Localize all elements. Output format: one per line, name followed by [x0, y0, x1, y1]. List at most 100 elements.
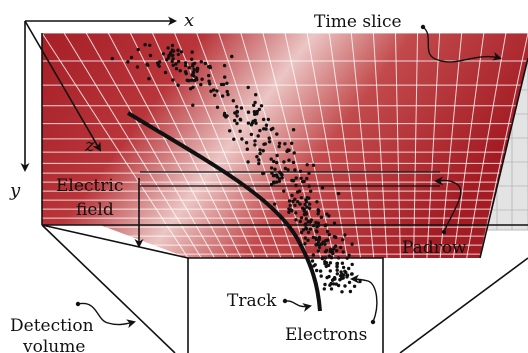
electron — [253, 100, 257, 105]
electron — [329, 287, 334, 291]
electron — [350, 262, 354, 267]
pad-column-line — [85, 33, 215, 258]
electron — [235, 105, 239, 109]
electron — [320, 186, 325, 190]
pad-column-line — [42, 33, 189, 258]
electric-field-label-line1: Electric — [56, 176, 123, 196]
electron — [238, 118, 243, 122]
electron — [176, 59, 181, 64]
electron — [148, 53, 153, 58]
electron — [303, 223, 307, 227]
electron — [170, 43, 175, 48]
electron — [293, 203, 297, 208]
electron — [287, 158, 291, 162]
electron — [310, 259, 315, 263]
electron — [212, 88, 216, 92]
electron — [335, 265, 339, 269]
electron — [253, 143, 257, 147]
electron — [316, 241, 320, 245]
electron — [311, 253, 315, 257]
electron — [161, 52, 166, 56]
electron — [199, 60, 203, 64]
electron — [179, 50, 184, 54]
electron — [299, 176, 303, 180]
electron — [230, 54, 234, 59]
electron — [307, 206, 312, 210]
electron — [176, 48, 180, 52]
detection-volume-leader — [77, 302, 136, 329]
electron — [324, 223, 328, 227]
electron — [178, 69, 182, 73]
electron — [257, 107, 261, 112]
electron — [340, 238, 345, 242]
electron — [222, 63, 227, 68]
pad-column-line — [151, 33, 255, 258]
electron — [345, 256, 349, 260]
electron — [316, 249, 320, 253]
electron — [309, 189, 313, 193]
electron — [231, 99, 235, 103]
electron — [307, 202, 312, 206]
electron — [328, 261, 333, 265]
axes — [20, 16, 177, 172]
electron — [147, 77, 151, 81]
electron — [245, 147, 249, 151]
electron — [320, 256, 325, 260]
electron — [264, 127, 268, 131]
electron — [264, 123, 269, 127]
electron — [254, 93, 258, 97]
electron — [185, 78, 189, 83]
pad-column-line — [350, 33, 375, 258]
electron — [223, 111, 227, 116]
electron — [224, 115, 228, 119]
electron — [299, 216, 304, 220]
electron — [209, 89, 213, 93]
electron — [195, 69, 199, 73]
electron — [305, 205, 309, 209]
electron — [171, 57, 175, 61]
electron — [191, 103, 195, 107]
electron — [330, 278, 335, 282]
electron — [258, 151, 262, 156]
electron — [298, 202, 302, 206]
electron — [126, 60, 130, 64]
electron — [193, 61, 197, 65]
electric-field-label-line2: field — [76, 200, 114, 220]
electron — [311, 163, 316, 167]
electron — [191, 85, 195, 90]
electron — [347, 253, 351, 257]
padrow-leader — [434, 176, 462, 233]
track-label: Track — [227, 291, 277, 311]
electron — [207, 73, 211, 78]
electron — [171, 49, 176, 53]
electron — [331, 251, 335, 256]
electron — [168, 51, 173, 55]
electron — [291, 160, 296, 165]
electron — [285, 149, 289, 153]
electron — [335, 268, 339, 272]
electron — [287, 199, 292, 203]
electron — [287, 207, 291, 211]
electron — [338, 278, 342, 282]
electron — [299, 230, 304, 235]
electron — [275, 153, 279, 158]
electron — [325, 212, 329, 216]
electron — [303, 242, 307, 246]
electron — [323, 256, 327, 260]
electron — [317, 244, 321, 248]
electron — [314, 237, 319, 242]
electron — [275, 132, 279, 136]
x-axis-label: x — [184, 10, 194, 31]
electron — [220, 94, 225, 98]
pad-column-line — [426, 33, 441, 258]
electron — [294, 218, 298, 222]
detection-volume-label-line1: Detection — [10, 316, 94, 336]
electron — [323, 282, 327, 287]
electron — [259, 104, 264, 108]
electron — [283, 166, 288, 171]
pad-column-line — [328, 33, 362, 258]
electron — [148, 43, 152, 47]
electron — [257, 161, 261, 166]
electron — [335, 261, 339, 266]
electron — [254, 121, 258, 125]
